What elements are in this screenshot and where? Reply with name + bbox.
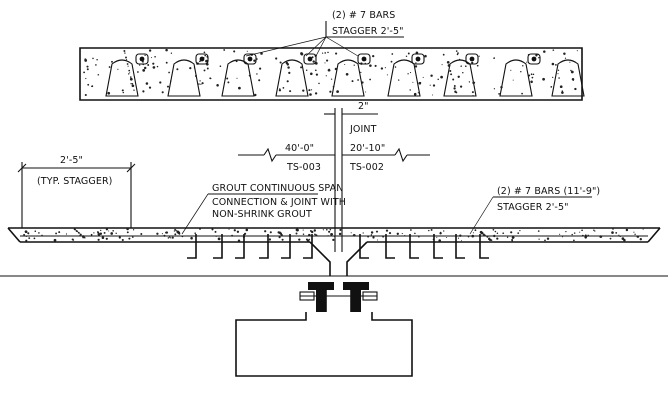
grout-note-line2: CONNECTION & JOINT WITH	[212, 197, 346, 208]
typ-stagger-label: (TYP. STAGGER)	[37, 176, 112, 187]
plank-bar-pocket	[411, 53, 425, 65]
deck-rebar-hook	[433, 234, 443, 259]
plank-bars-leader	[245, 21, 404, 57]
right-sheet-ref: TS-002	[349, 162, 384, 173]
plank-bar	[469, 56, 475, 62]
joint-grout-funnel	[309, 241, 368, 276]
deck-bars-label-line2: STAGGER 2'-5"	[497, 202, 569, 213]
plank-cross-section	[79, 47, 585, 101]
plank-bar-pocket	[195, 53, 209, 65]
left-sheet-ref: TS-003	[286, 162, 321, 173]
plank-bar	[307, 56, 313, 62]
plank-bar	[415, 56, 421, 62]
plank-bar-pocket	[243, 53, 257, 65]
support-beam	[235, 312, 413, 377]
right-span-dimension: 20'-10"	[350, 143, 385, 154]
plank-bar-pocket	[303, 53, 317, 65]
deck-rebar-hook	[385, 234, 395, 259]
plank-bar-pocket	[357, 53, 371, 65]
plank-rebar-markers	[135, 53, 541, 65]
left-span-dimension: 40'-0"	[285, 143, 314, 154]
deck-rebar-hook	[479, 234, 489, 259]
connection-hardware	[299, 282, 378, 312]
plank-bar	[361, 56, 367, 62]
span-dimensions	[238, 147, 430, 163]
deck-rebar-hook	[409, 234, 419, 259]
plank-bars-label-line2: STAGGER 2'-5"	[332, 26, 404, 37]
deck-rebar-hook	[359, 234, 369, 259]
plank-voids	[105, 59, 585, 97]
deck-rebar-hook	[259, 234, 269, 259]
deck-rebar-hook	[303, 234, 313, 259]
plank-bar-pocket	[465, 53, 479, 65]
deck-rebar-hook	[187, 234, 197, 259]
plank-bar	[247, 56, 253, 62]
plank-bar-pocket	[527, 53, 541, 65]
deck-rebar-hook	[213, 234, 223, 259]
plank-bar	[531, 56, 537, 62]
deck-rebar-hook	[235, 234, 245, 259]
stagger-dimension	[17, 162, 136, 228]
plank-bar	[139, 56, 145, 62]
plank-bar-pocket	[135, 53, 149, 65]
plank-concrete-stipple	[83, 48, 578, 97]
plank-bar	[199, 56, 205, 62]
deck-rebar-hook	[455, 234, 465, 259]
deck-section	[0, 227, 668, 277]
plank-bars-label-line1: (2) # 7 BARS	[332, 10, 395, 21]
plank-outline	[79, 47, 583, 101]
deck-concrete-stipple	[23, 227, 644, 242]
deck-bars-label-line1: (2) # 7 BARS (11'-9")	[497, 186, 600, 197]
joint-label: JOINT	[349, 124, 377, 135]
grout-note-line3: NON-SHRINK GROUT	[212, 209, 312, 220]
grout-note-line1: GROUT CONTINUOUS SPAN	[212, 183, 343, 194]
stagger-dimension-label: 2'-5"	[60, 155, 83, 166]
joint-width-label: 2"	[358, 101, 369, 112]
deck-rebar-hook	[281, 234, 291, 259]
deck-rebar-hooks	[187, 234, 489, 259]
